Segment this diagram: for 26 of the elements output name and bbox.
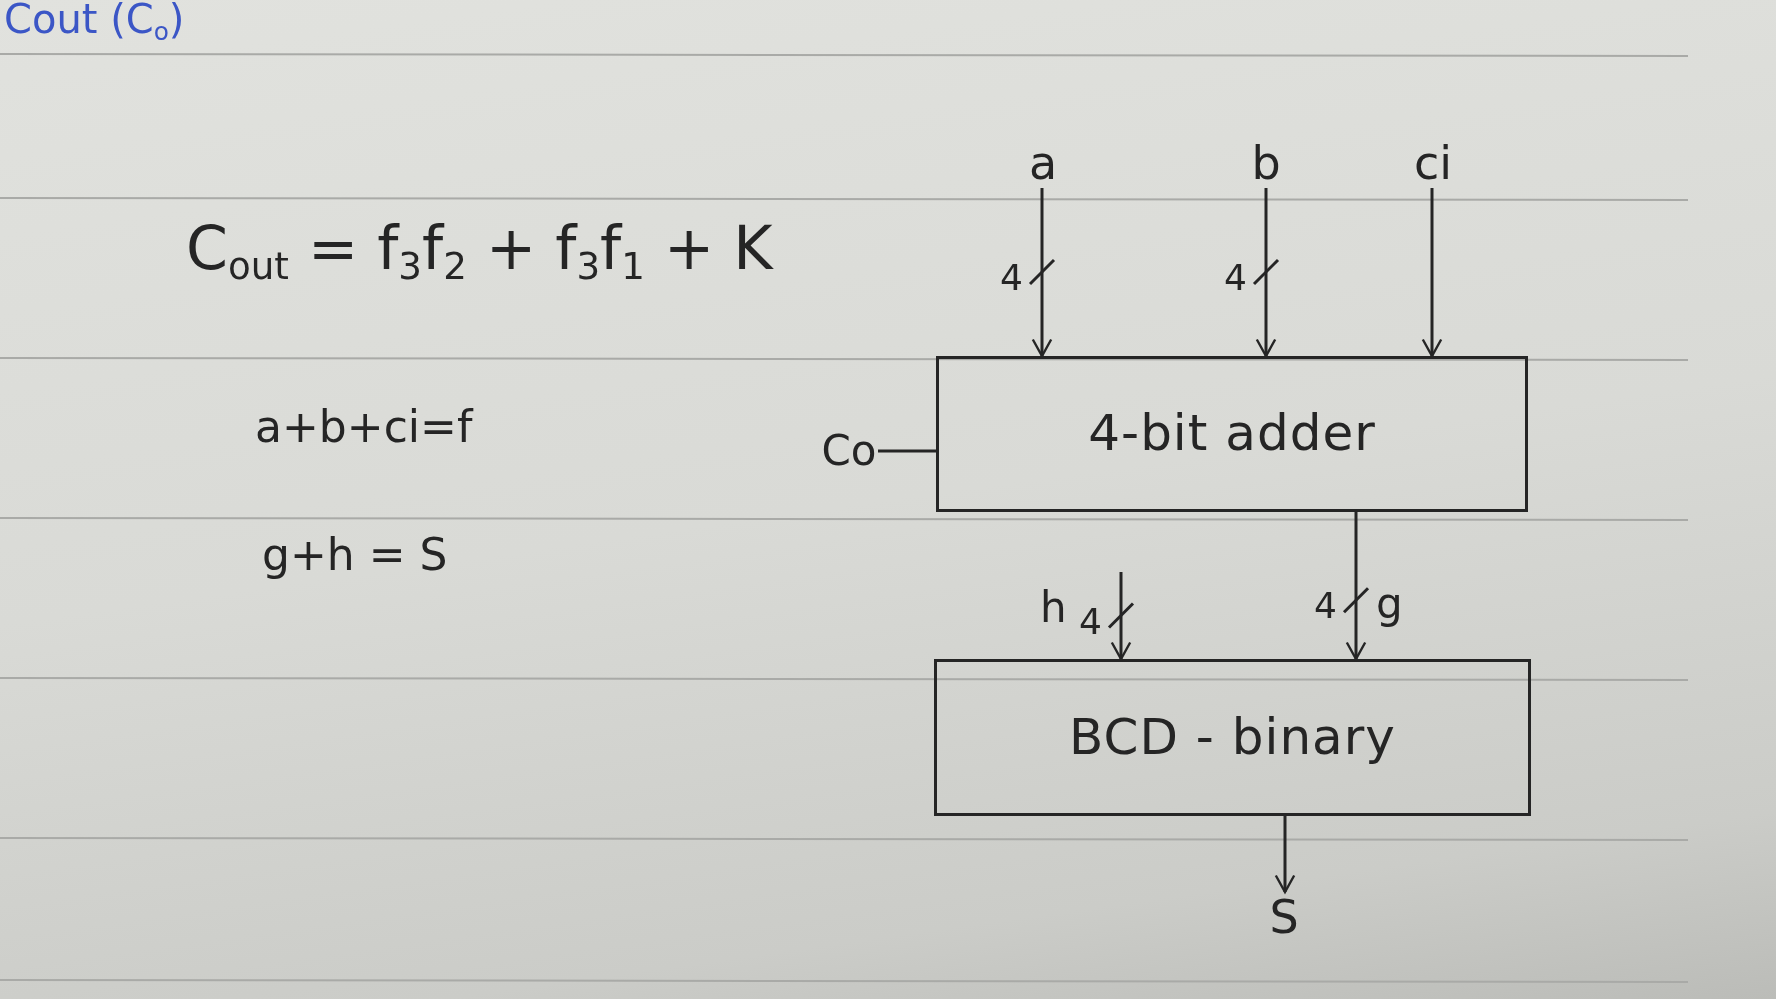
output-signal-label: Co bbox=[820, 428, 878, 474]
arrow bbox=[1274, 816, 1296, 894]
output-signal-label: S bbox=[1268, 892, 1300, 942]
connector-line bbox=[878, 449, 936, 453]
block-label: 4-bit adder bbox=[1088, 405, 1376, 463]
adder-block bbox=[936, 356, 1528, 512]
bus-width-label: 4 bbox=[1314, 588, 1337, 625]
equation: g+h = S bbox=[262, 530, 448, 581]
arrow bbox=[1031, 188, 1053, 358]
bus-width-label: 4 bbox=[1079, 603, 1102, 640]
equation: C$_{out}$ = f$_{3}$f$_{2}$ + f$_{3}$f$_{1}$ + K bbox=[186, 214, 773, 283]
input-signal-label: ci bbox=[1412, 138, 1454, 188]
converter-block bbox=[934, 659, 1531, 816]
arrow bbox=[1421, 188, 1443, 358]
signal-label: g bbox=[1376, 580, 1403, 629]
input-signal-label: b bbox=[1250, 138, 1282, 188]
arrow bbox=[1255, 188, 1277, 358]
arrow bbox=[1110, 572, 1132, 661]
arrow bbox=[1345, 512, 1367, 661]
equation: a+b+ci=f bbox=[255, 402, 473, 453]
handwritten-note: Cout (C$_{o}$) bbox=[4, 0, 185, 42]
bus-width-label: 4 bbox=[1224, 260, 1247, 296]
bus-width-label: 4 bbox=[1000, 260, 1023, 296]
block-label: BCD - binary bbox=[1069, 708, 1396, 767]
signal-label: h bbox=[1040, 584, 1067, 633]
input-signal-label: a bbox=[1027, 138, 1059, 188]
